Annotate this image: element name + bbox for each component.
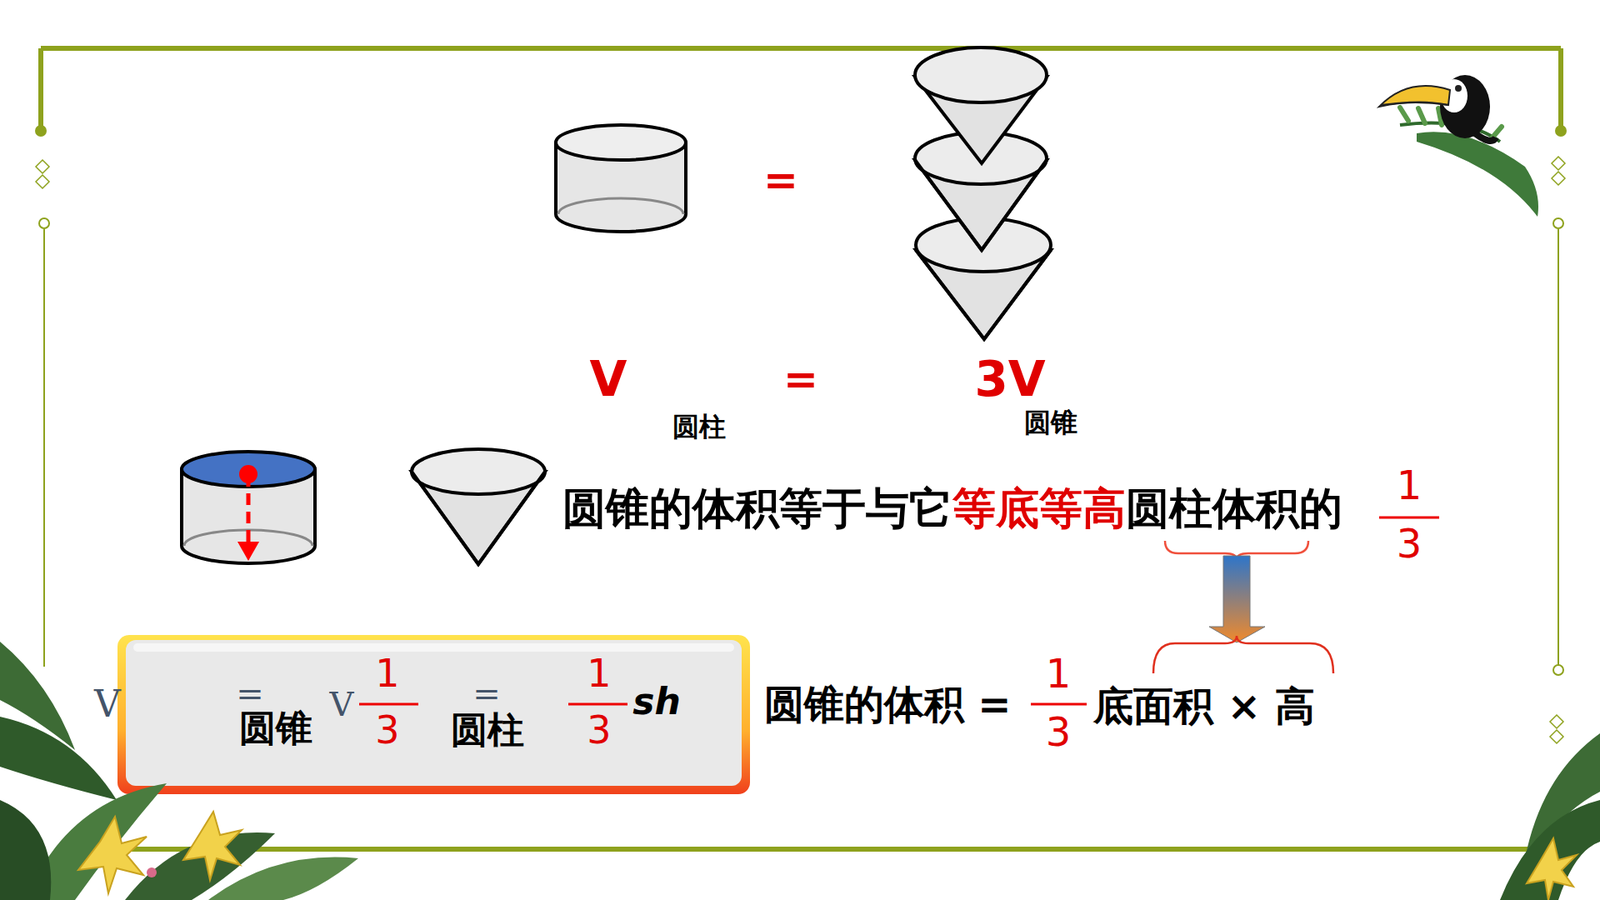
formula-symbol: V [94, 685, 121, 723]
statement-text: 圆锥的体积等于与它 [562, 486, 953, 530]
sentence-line: 圆锥的体积等于与它等底等高圆柱体积的 [562, 485, 1343, 532]
formula-symbol: = [235, 676, 265, 710]
formula-text: 圆锥的体积 = [764, 684, 1012, 725]
equals-sign: = [763, 159, 799, 201]
formula-symbol: V [330, 687, 355, 721]
fraction-numerator: 1 [1396, 465, 1423, 505]
formula-text: sh [632, 683, 681, 720]
fraction-denominator: 3 [375, 710, 400, 750]
fraction-numerator: 1 [375, 654, 400, 693]
volume-symbol: V [590, 355, 628, 404]
subscript: 圆柱 [450, 711, 525, 749]
formula-panel: =V圆锥13=圆柱13sh [117, 635, 750, 795]
equals-sign: = [783, 358, 819, 400]
formula-symbol: = [472, 676, 501, 710]
fraction-denominator: 3 [1396, 523, 1423, 564]
subscript: 圆锥 [239, 710, 313, 747]
subscript: 圆锥 [1024, 409, 1078, 436]
volume-symbol: 3V [974, 355, 1045, 404]
statement-text: 等底等高 [952, 486, 1126, 530]
fraction-denominator: 3 [1045, 711, 1072, 752]
fraction-denominator: 3 [586, 710, 611, 750]
subscript: 圆柱 [672, 413, 726, 440]
statement-text: 圆柱体积的 [1125, 486, 1343, 530]
fraction-numerator: 1 [586, 654, 611, 693]
fraction-numerator: 1 [1045, 653, 1072, 694]
formula-text: 底面积 × 高 [1093, 685, 1315, 726]
